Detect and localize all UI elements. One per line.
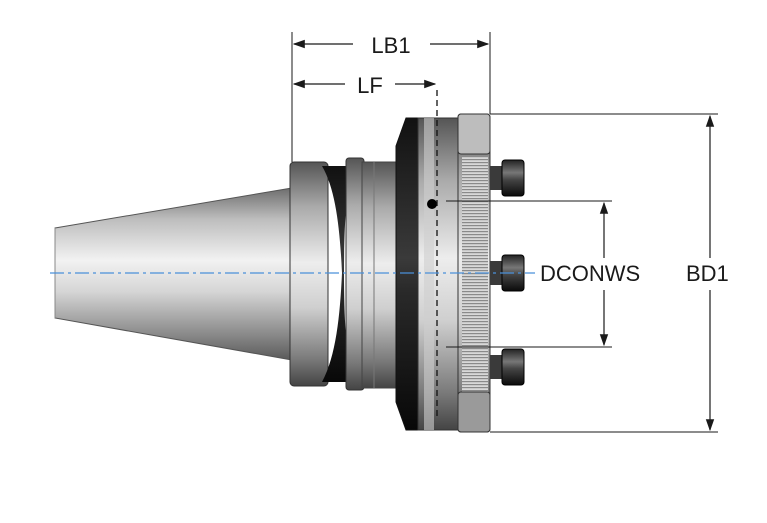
label-lf: LF xyxy=(357,73,383,98)
clamp-bolt-bottom xyxy=(490,348,525,386)
dimension-dconws xyxy=(446,200,612,348)
dimension-lb1 xyxy=(291,32,491,162)
label-dconws: DCONWS xyxy=(540,261,640,286)
dimension-bd1 xyxy=(490,113,718,433)
taper-cone xyxy=(54,187,293,361)
label-bd1: BD1 xyxy=(686,261,729,286)
knurled-ring xyxy=(457,113,491,433)
pin-hole xyxy=(427,199,437,209)
v-flange xyxy=(289,157,397,391)
clamp-bolt-top xyxy=(490,159,525,197)
body-dark-ring xyxy=(395,117,463,431)
label-lb1: LB1 xyxy=(371,33,410,58)
